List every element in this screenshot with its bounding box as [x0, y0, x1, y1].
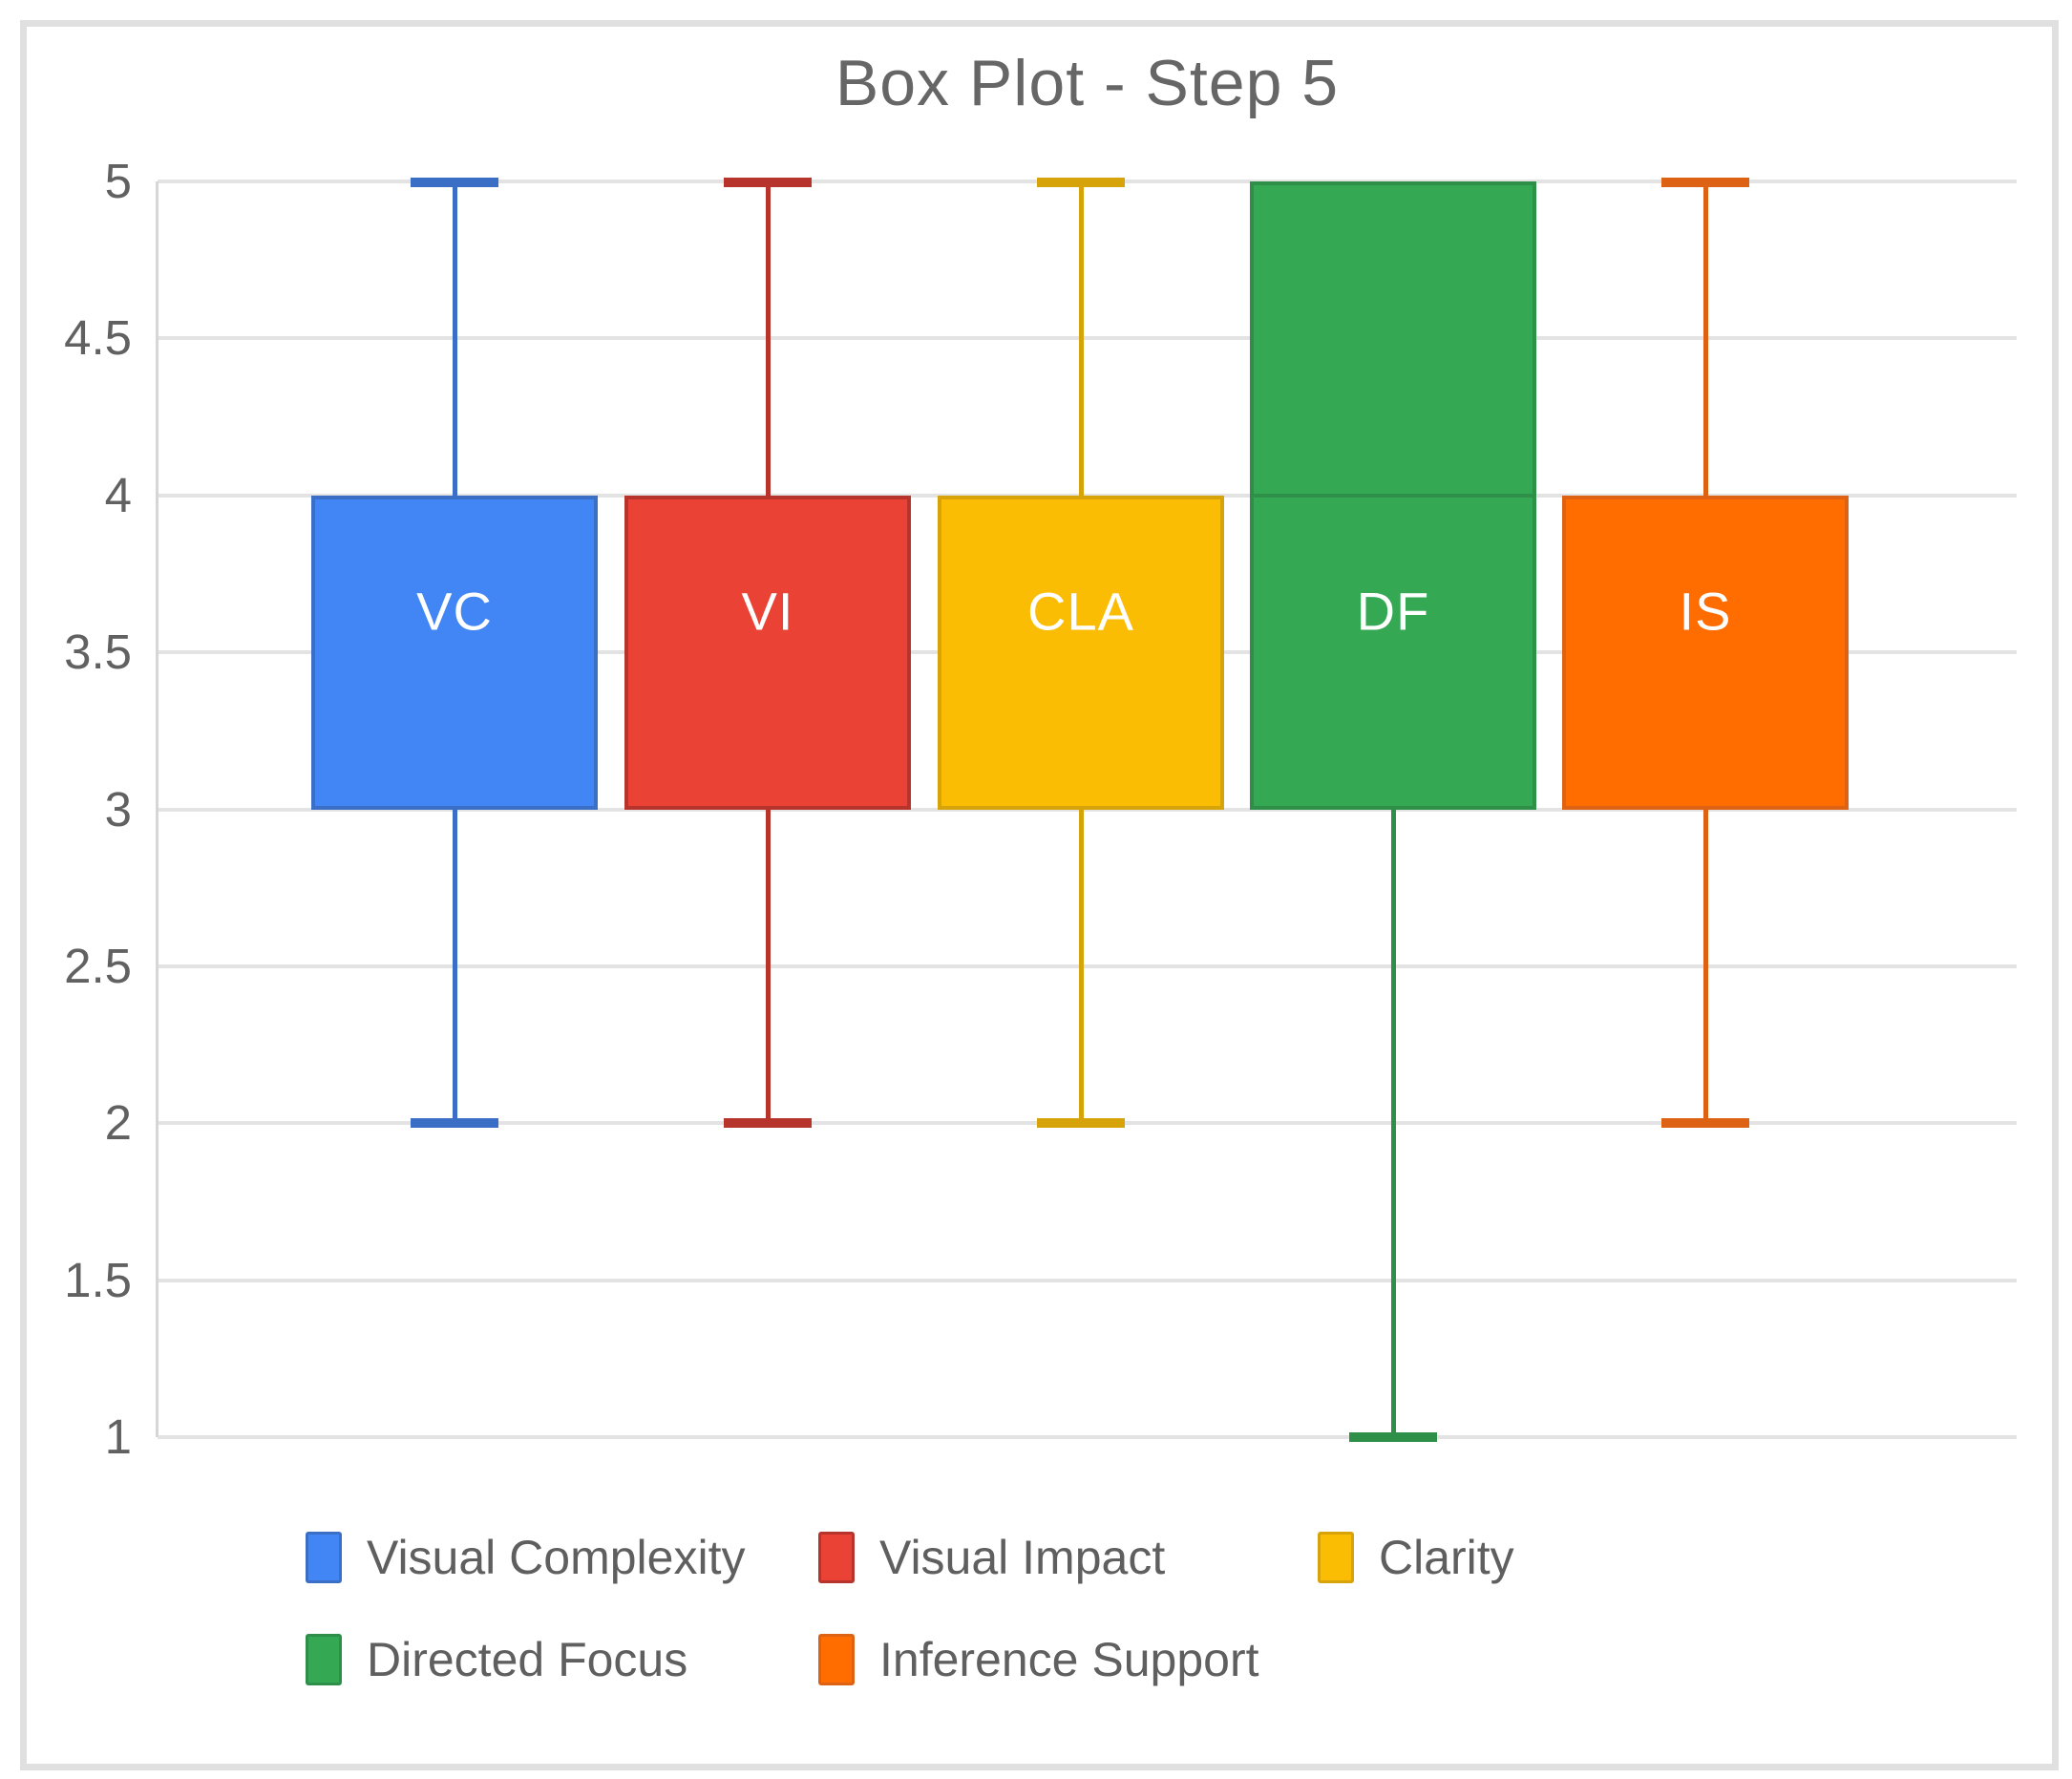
whisker-cap-bottom-cla — [1037, 1118, 1125, 1129]
box-label-vc: VC — [416, 581, 493, 642]
y-tick-1.5: 1.5 — [64, 1252, 132, 1307]
y-tick-4: 4 — [104, 467, 132, 522]
legend-item-df: Directed Focus — [306, 1630, 687, 1689]
gridline-1 — [158, 1435, 2017, 1439]
y-tick-3: 3 — [104, 781, 132, 837]
whisker-cap-top-vc — [411, 178, 498, 187]
chart-frame[interactable] — [20, 20, 2059, 1770]
legend-label-is: Inference Support — [879, 1633, 1259, 1686]
whisker-cap-top-cla — [1037, 178, 1125, 187]
legend-item-cla: Clarity — [1318, 1528, 1514, 1587]
y-tick-2.5: 2.5 — [64, 938, 132, 993]
whisker-cap-bottom-vi — [724, 1118, 812, 1129]
y-tick-5: 5 — [104, 154, 132, 208]
whisker-cap-bottom-is — [1661, 1118, 1749, 1129]
legend-label-vc: Visual Complexity — [367, 1531, 746, 1584]
gridline-3 — [158, 807, 2017, 812]
box-cla — [938, 495, 1224, 810]
legend-label-cla: Clarity — [1379, 1531, 1514, 1584]
legend-item-vi: Visual Impact — [818, 1528, 1165, 1587]
legend-swatch-cla — [1318, 1532, 1354, 1583]
y-tick-1: 1 — [104, 1409, 132, 1464]
gridline-4.5 — [158, 336, 2017, 341]
whisker-cap-top-vi — [724, 178, 812, 187]
legend-item-vc: Visual Complexity — [306, 1528, 745, 1587]
legend-swatch-df — [306, 1634, 342, 1685]
whisker-cap-top-is — [1661, 178, 1749, 187]
y-axis-line — [156, 181, 159, 1437]
y-tick-3.5: 3.5 — [64, 625, 132, 680]
chart-title: Box Plot - Step 5 — [835, 47, 1340, 119]
y-tick-4.5: 4.5 — [64, 310, 132, 366]
box-label-df: DF — [1356, 581, 1430, 642]
box-divider-df — [1254, 493, 1533, 498]
legend-swatch-is — [818, 1634, 855, 1685]
legend-label-df: Directed Focus — [367, 1633, 688, 1686]
legend-swatch-vi — [818, 1532, 855, 1583]
legend-label-vi: Visual Impact — [879, 1531, 1166, 1584]
gridline-2.5 — [158, 964, 2017, 968]
box-vc — [311, 495, 598, 810]
legend-item-is: Inference Support — [818, 1630, 1259, 1689]
box-label-cla: CLA — [1027, 581, 1134, 642]
gridline-1.5 — [158, 1278, 2017, 1282]
box-vi — [624, 495, 911, 810]
box-label-vi: VI — [741, 581, 794, 642]
box-is — [1562, 495, 1849, 810]
legend-swatch-vc — [306, 1532, 342, 1583]
whisker-cap-bottom-vc — [411, 1118, 498, 1129]
y-tick-2: 2 — [104, 1095, 132, 1151]
whisker-df — [1391, 181, 1396, 1437]
box-label-is: IS — [1679, 581, 1732, 642]
whisker-cap-bottom-df — [1349, 1432, 1437, 1442]
